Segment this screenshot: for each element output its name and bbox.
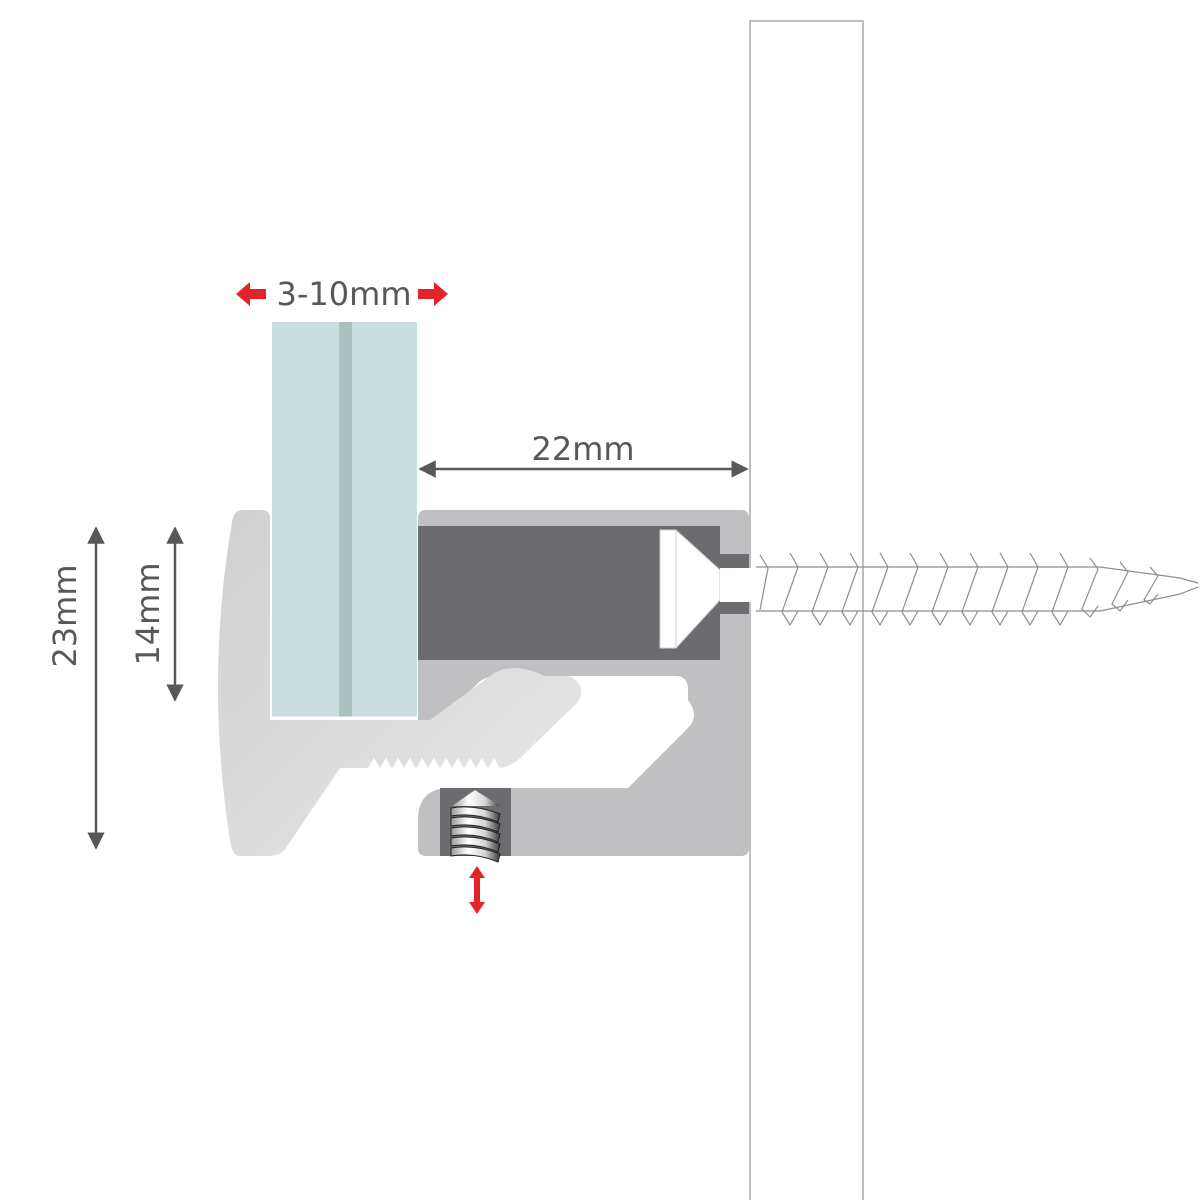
wall-screw [756,552,1199,627]
wall-offset-label: 22mm [531,430,634,468]
adjust-arrow-icon [469,866,485,914]
dimension-glass-thickness: 3-10mm [236,275,448,313]
red-right-arrow-icon [418,282,448,306]
clamp-jaw [217,510,582,856]
insert-depth-label: 14mm [129,562,167,665]
glass-thickness-label: 3-10mm [277,275,412,313]
clamp-body [418,510,756,856]
dimension-wall-offset: 22mm [418,430,749,478]
dimension-clamp-height: 23mm [46,526,105,850]
clamp-height-label: 23mm [46,564,84,667]
dimension-insert-depth: 14mm [129,526,184,702]
grub-screw [440,788,511,863]
glass-interlayer [339,322,352,718]
red-left-arrow-icon [236,282,266,306]
glass-panel [272,322,417,720]
